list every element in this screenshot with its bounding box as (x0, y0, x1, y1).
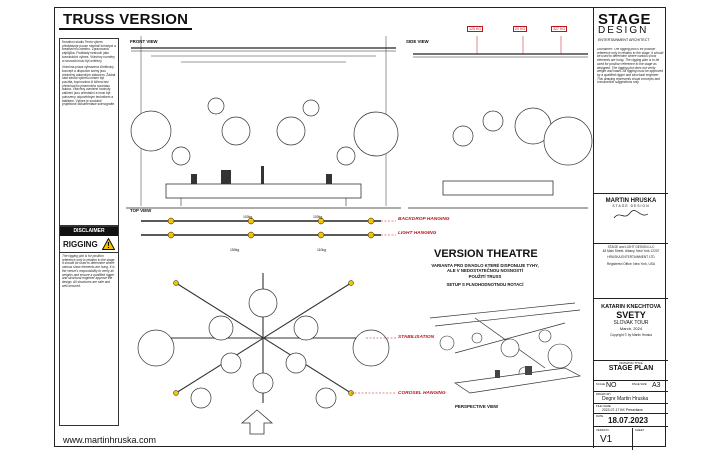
designer-name: MARTIN HRUSKA (605, 198, 657, 204)
tour-name: SLOVAK TOUR (613, 320, 649, 326)
load-tag-3: 327 KG (551, 26, 568, 32)
copyright: Copyright © by Martin Hruska (610, 333, 652, 337)
size-value: A3 (652, 382, 661, 389)
disclaimer-box: DISCLAIMER RIGGING ! The rigging plot is… (59, 226, 119, 426)
size-label: PAGE SIZE (632, 382, 647, 386)
version-sub-3: POUŽITÍ TRUSS (468, 273, 502, 279)
date-value: 18.07.2023 (608, 416, 649, 425)
designer-block: MARTIN HRUSKA STAGE DESIGN (594, 193, 668, 243)
file-value: 2023-07-17 KK Presentace (602, 408, 643, 412)
scale-row: SCALE NO PAGE SIZE A3 (594, 380, 668, 391)
version-sub-1: VARIANTA PRO DIVADLO KTERÉ DISPONUJE TYH… (431, 263, 539, 268)
signature (613, 210, 649, 219)
corosel-hanging-label: COROSEL HANGING (398, 391, 446, 396)
file-label: FILE NAME (596, 404, 611, 408)
rights-note: Všechna práva vyhrazena Umělecký koncept… (62, 65, 116, 107)
tour-date: March, 2024 (619, 326, 643, 331)
artist-1: KATARIN KNECHTOVA (601, 304, 661, 310)
drawing-sheet: TRUSS VERSION Kreativní studio Tento výk… (54, 7, 668, 450)
side-view-label: SIDE VIEW (406, 39, 429, 44)
brand-name-2: DESIGN (598, 25, 649, 36)
contact-1: STAGE and LIGHT DESIGN LLC (607, 245, 655, 249)
right-disclaimer: Disclaimer: The rigging plot is for posi… (597, 48, 664, 85)
website-url[interactable]: www.martinhruska.com (63, 435, 157, 445)
contact-block: STAGE and LIGHT DESIGN LLC 48 Main Stree… (594, 243, 668, 298)
drawn-label: DRAWN BY (596, 392, 611, 396)
version-value: V1 (600, 434, 613, 445)
dim-3: 150kg (230, 248, 240, 252)
load-tag-1: 125 KG (467, 26, 484, 32)
version-label: VERSION (596, 428, 609, 432)
file-row: FILE NAME 2023-07-17 KK Presentace (594, 403, 668, 413)
stabilisation-label: STABILISATION (398, 335, 435, 340)
dim-4: 110kg (317, 248, 326, 252)
disclaimer-text: The rigging plot is for position referen… (62, 254, 116, 288)
version-subtitle: VARIANTA PRO DIVADLO KTERÉ DISPONUJE TYH… (419, 263, 551, 287)
svg-text:!: ! (107, 241, 110, 250)
version-row: VERSION V1 SHEET (594, 426, 668, 450)
dim-1: 100kg (243, 215, 253, 219)
registered: Registered Office: New York, USA (606, 262, 656, 267)
date-label: DATE (596, 414, 604, 418)
top-view (137, 217, 396, 409)
front-view (126, 36, 401, 209)
title-block: STAGE DESIGN ENTERTAINMENT ARCHITECT Dis… (593, 8, 668, 450)
front-arrow-icon (240, 409, 274, 435)
version-title: VERSION THEATRE (434, 248, 538, 260)
brand-name: STAGE (598, 11, 652, 28)
rigging-label: RIGGING (63, 239, 98, 249)
warning-icon: ! (102, 238, 115, 250)
perspective-view (429, 302, 582, 394)
sheet-title-label: DRAWING TITLE (619, 361, 643, 365)
artist-2: SVETY (616, 310, 646, 320)
contact-3: HRUSKA ENTERTAINMENT LTD (607, 255, 655, 260)
version-sub-2: ALE V NEDOSTATEČNOU NOSNOSTÍ (447, 268, 523, 274)
creative-note: Kreativní studio Tento výkres představuj… (62, 40, 116, 63)
date-row: DATE 18.07.2023 (594, 413, 668, 426)
disclaimer-header: DISCLAIMER (60, 227, 118, 236)
load-tag-2: 20 KG (513, 26, 528, 32)
side-view (408, 36, 593, 209)
contact-2: 48 Main Street, Albany, New York 12207 (602, 248, 660, 253)
brand-tagline: ENTERTAINMENT ARCHITECT (598, 38, 650, 42)
front-view-label: FRONT VIEW (130, 39, 158, 44)
left-notes: Kreativní studio Tento výkres představuj… (59, 38, 119, 226)
scale-label: SCALE (596, 382, 606, 386)
drawn-value: Degnr Martin Hruska (602, 396, 649, 402)
version-sub-4: SETUP S PLNOHODNOTNOU ROTACÍ (446, 281, 524, 287)
sheet-label: SHEET (632, 428, 644, 450)
designer-role: STAGE DESIGN (612, 204, 650, 208)
perspective-view-label: PERSPECTIVE VIEW (455, 404, 499, 409)
project-block: KATARIN KNECHTOVA SVETY SLOVAK TOUR Marc… (594, 298, 668, 360)
light-hanging-label: LIGHT HANGING (398, 231, 437, 236)
top-view-label: TOP VIEW (130, 208, 152, 213)
dim-2: 100kg (313, 215, 323, 219)
backdrop-hanging-label: BACKDROP HANGING (398, 217, 450, 222)
sheet-title-block: DRAWING TITLE STAGE PLAN (594, 360, 668, 380)
sheet-title: STAGE PLAN (608, 365, 654, 372)
page-title: TRUSS VERSION (59, 11, 193, 30)
scale-value: NO (606, 382, 617, 389)
drawn-row: DRAWN BY Degnr Martin Hruska (594, 391, 668, 403)
